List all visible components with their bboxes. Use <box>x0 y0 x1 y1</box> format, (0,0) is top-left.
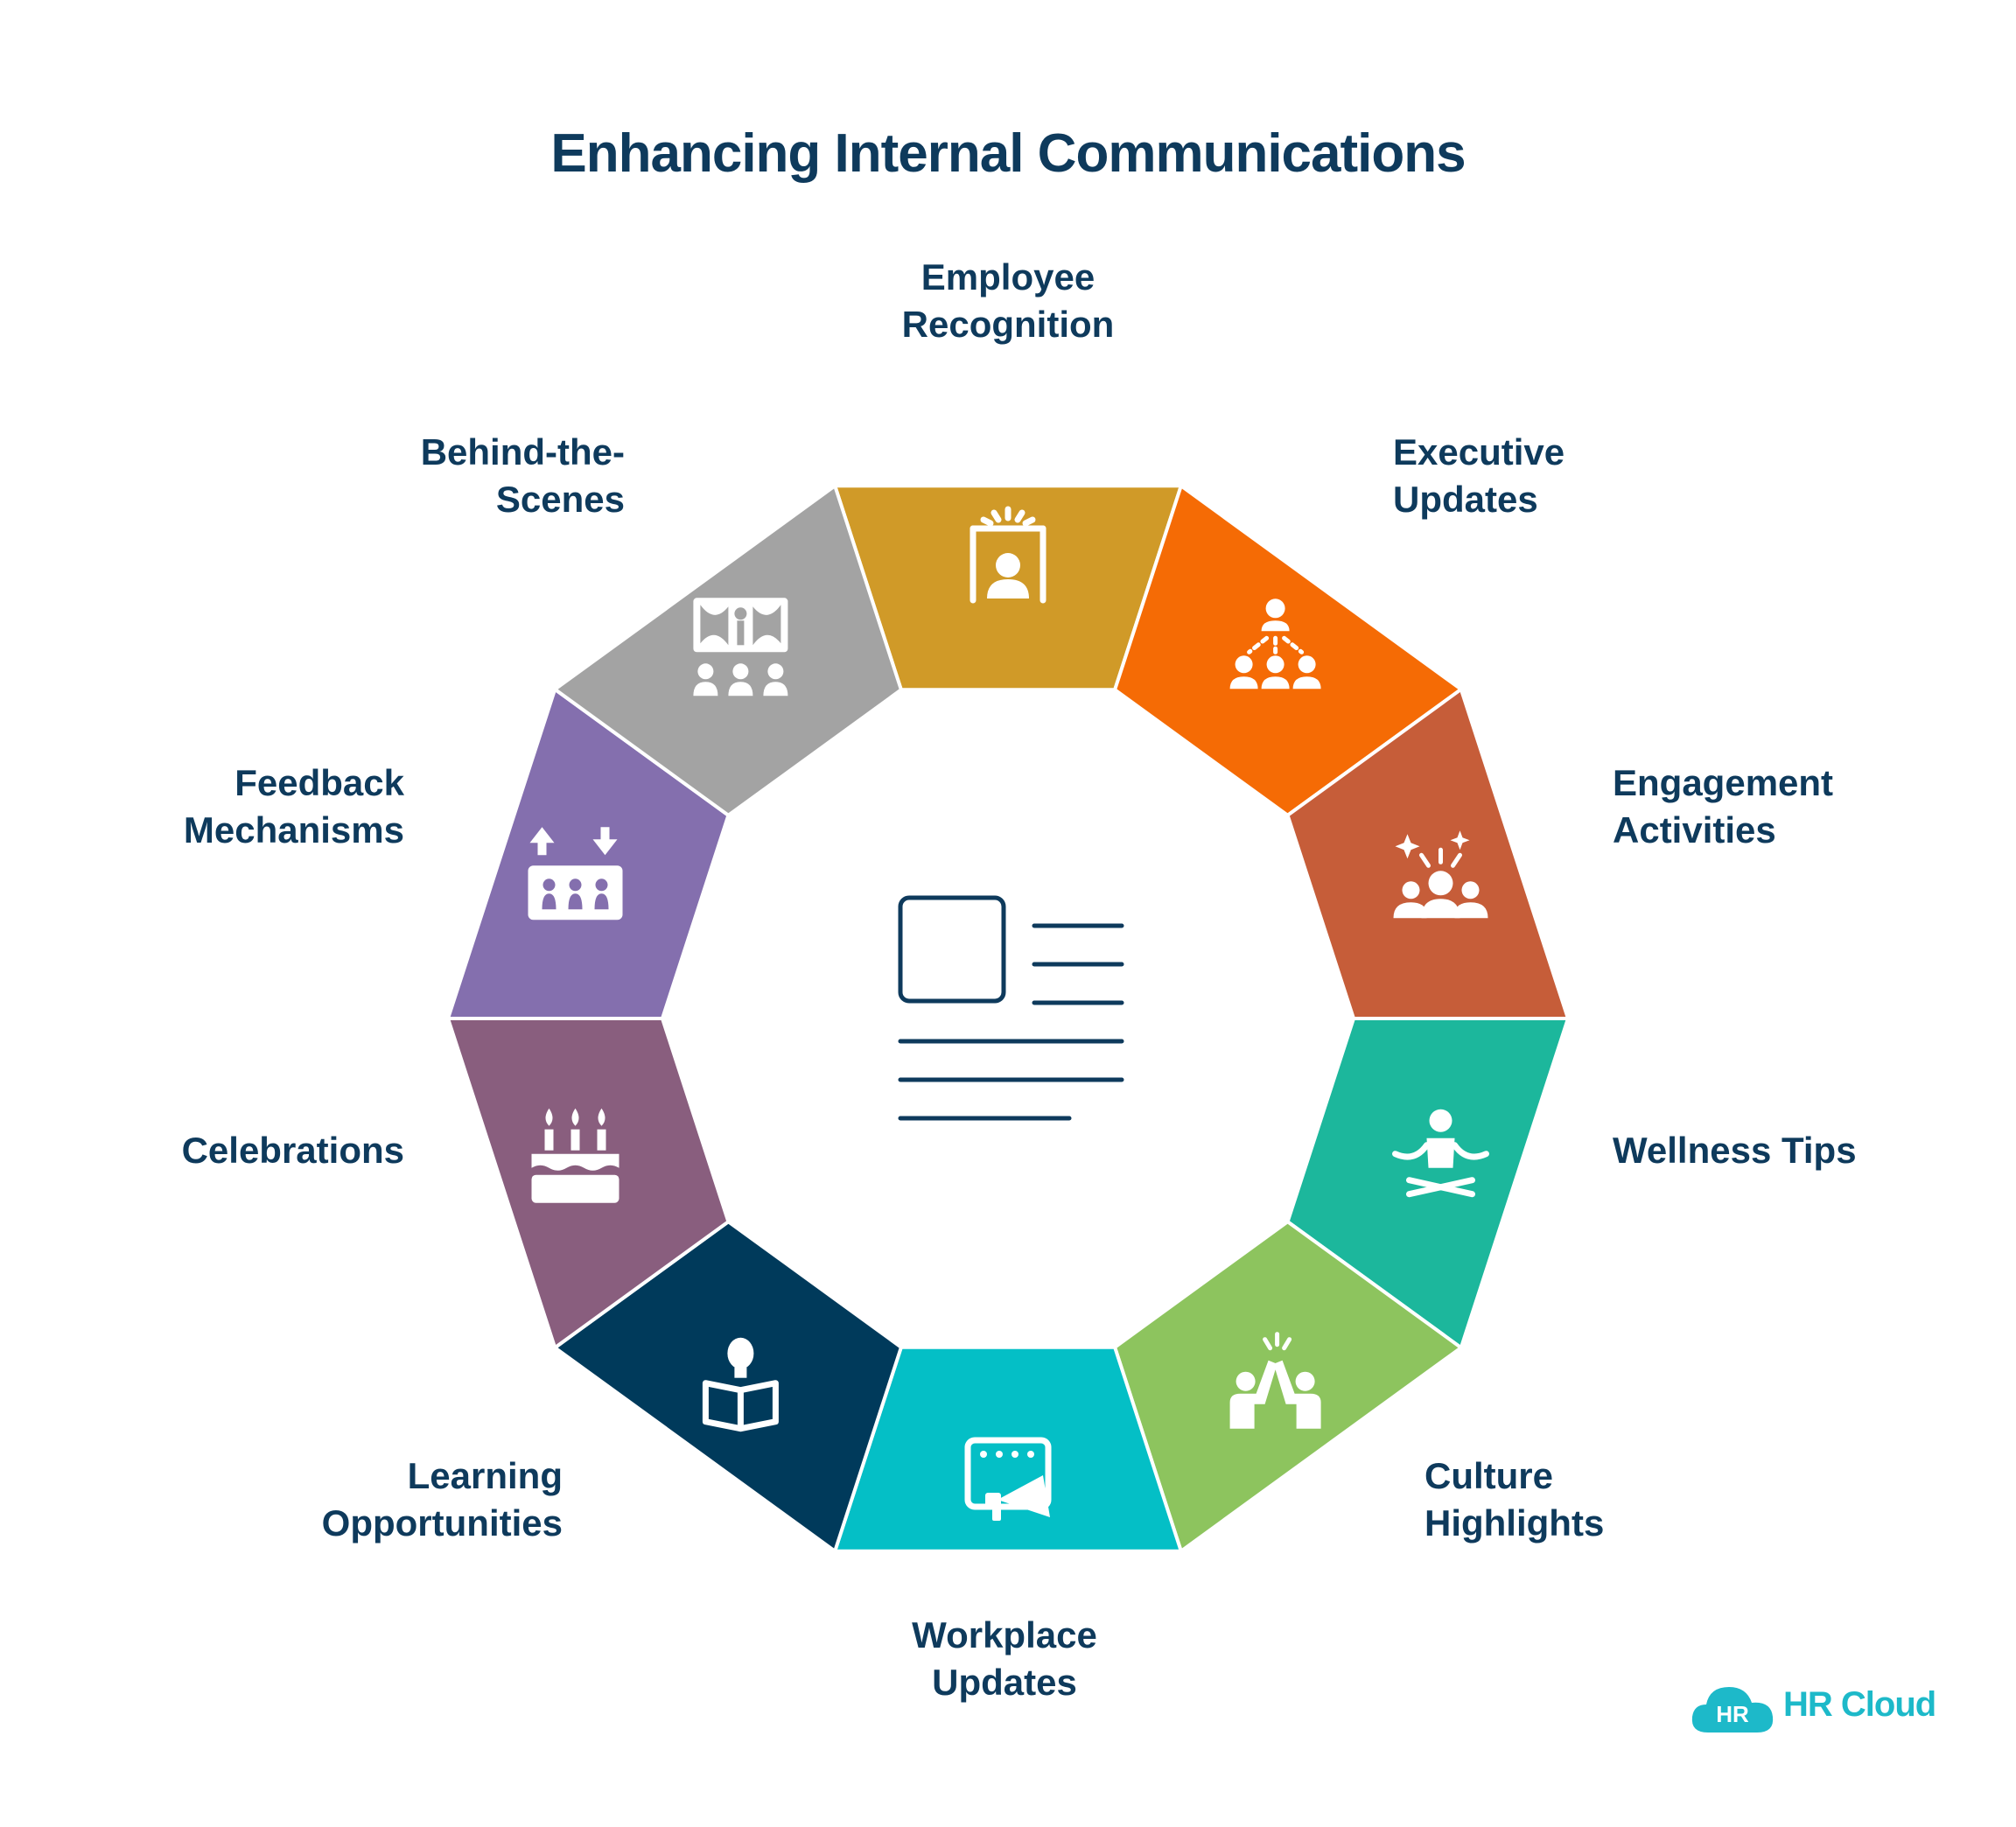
award-presenter-icon <box>970 506 1046 604</box>
logo-text: HR Cloud <box>1783 1685 1936 1724</box>
high-five-icon <box>1229 1332 1321 1429</box>
cloud-icon: HR <box>1691 1687 1774 1732</box>
svg-text:HR: HR <box>1716 1701 1749 1727</box>
hr-cloud-logo: HR HR Cloud <box>1689 1678 1936 1740</box>
announcement-screen-icon <box>964 1437 1052 1521</box>
label-wellness-tips: Wellness Tips <box>1613 1130 1857 1171</box>
birthday-cake-icon <box>531 1108 620 1203</box>
newsletter-document-icon <box>898 895 1124 1121</box>
group-celebration-icon <box>1393 830 1488 919</box>
label-behind-the-scenes: Behind-the-Scenes <box>420 431 625 520</box>
stage-curtain-icon <box>693 598 788 696</box>
feedback-exchange-icon <box>528 827 623 920</box>
label-celebrations: Celebrations <box>181 1130 404 1171</box>
reading-person-icon <box>702 1337 779 1432</box>
meditation-icon <box>1392 1109 1489 1198</box>
hierarchy-cascade-icon <box>1229 598 1321 690</box>
page-title: Enhancing Internal Communications <box>550 123 1466 184</box>
